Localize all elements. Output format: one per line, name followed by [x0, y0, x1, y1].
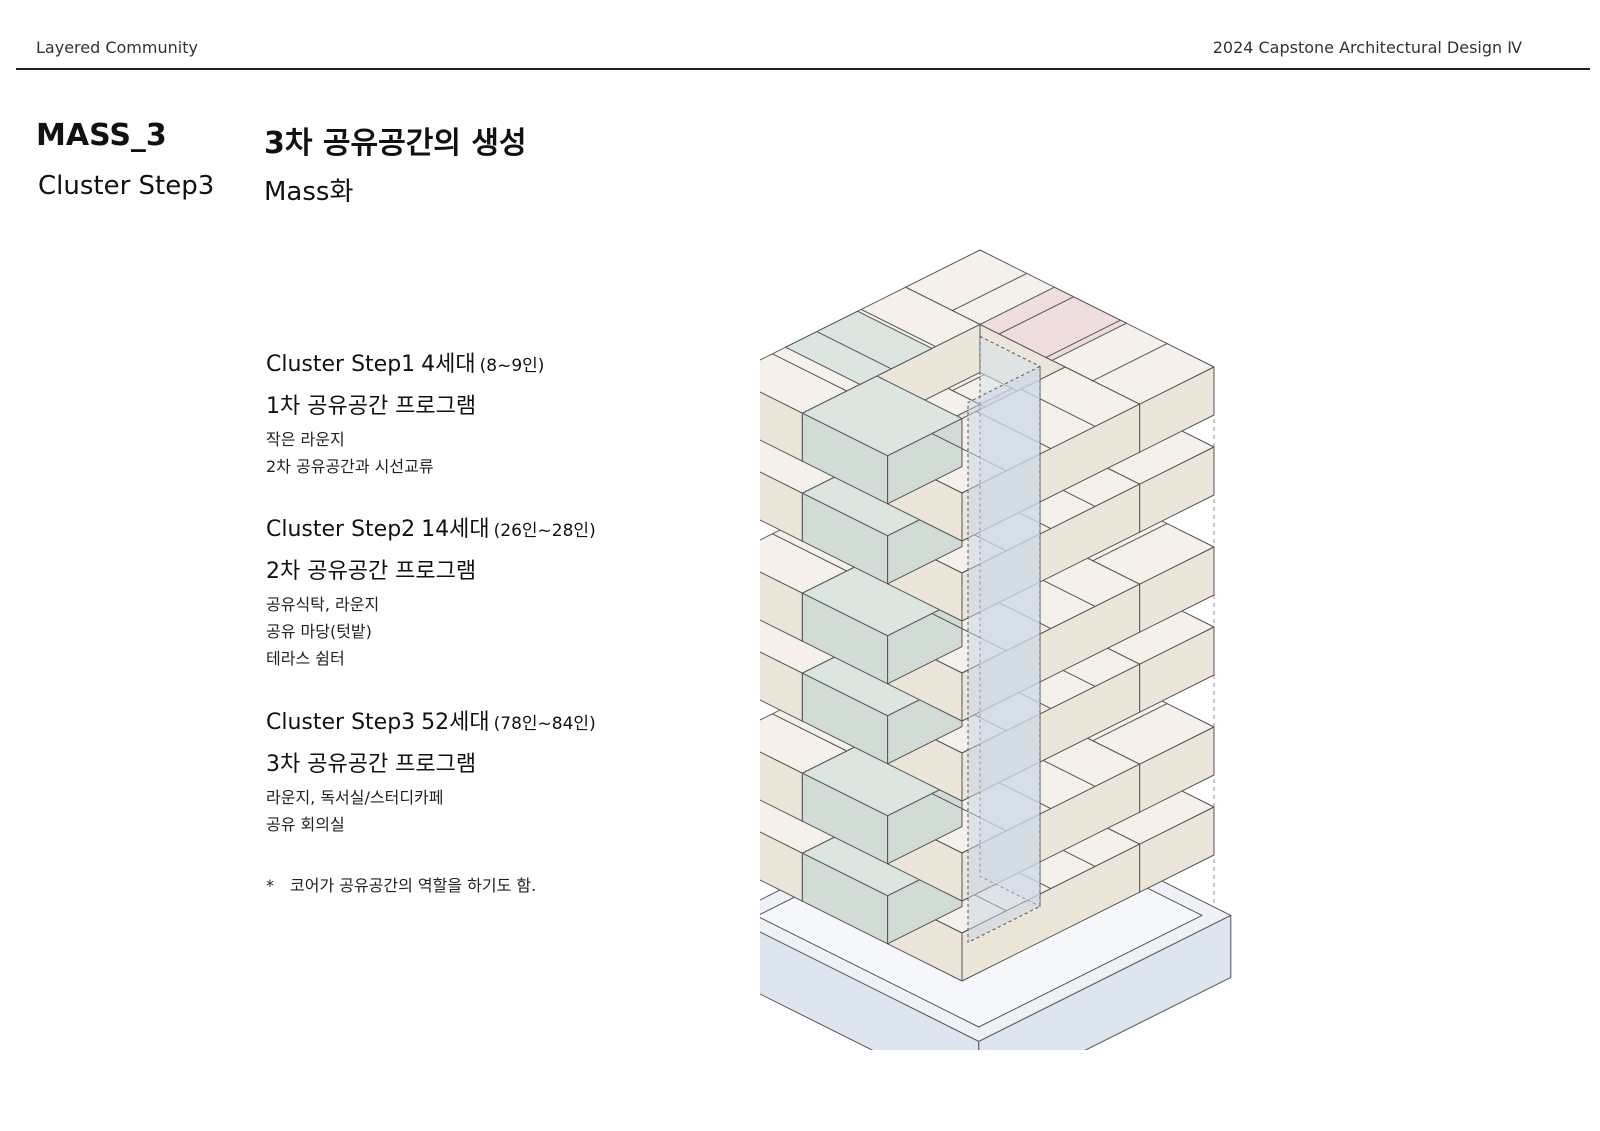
cluster-program: 3차 공유공간 프로그램 [266, 752, 477, 777]
program-item: 공유식탁, 라운지 [266, 595, 380, 614]
cluster-people: (78인~84인) [493, 714, 596, 734]
cluster-people: (8~9인) [479, 356, 545, 376]
cluster-program: 1차 공유공간 프로그램 [266, 394, 477, 419]
program-item: 공유 회의실 [266, 815, 345, 834]
floor-slab-3-partition [1092, 523, 1168, 562]
cluster-name: Cluster Step2 [266, 517, 416, 542]
cluster-program: 2차 공유공간 프로그램 [266, 559, 477, 584]
floor-slab-1-partition [772, 353, 848, 392]
footnote-text: 코어가 공유공간의 역할을 하기도 함. [290, 876, 537, 895]
header-course-name: 2024 Capstone Architectural Design Ⅳ [1212, 38, 1522, 57]
program-item: 라운지, 독서실/스터디카페 [266, 788, 444, 807]
floor-slab-1-partition [1045, 319, 1121, 358]
header-rule [16, 68, 1590, 70]
cluster-households: 14세대 [421, 517, 490, 542]
floor-slab-3-partition [772, 533, 848, 572]
mass-step-label: Cluster Step3 [38, 171, 215, 201]
cluster-households: 52세대 [421, 710, 490, 735]
floor-slab-5-partition [772, 713, 848, 752]
shared-core-shaft-side [967, 365, 1041, 943]
mass-title: MASS_3 [36, 118, 167, 153]
section-title: 3차 공유공간의 생성 [264, 126, 527, 161]
footnote-mark: * [266, 876, 274, 895]
floor-slab-1-partition [1092, 343, 1168, 382]
cluster-name: Cluster Step1 [266, 352, 416, 377]
floor-slab-1-partition [952, 272, 1028, 312]
base-podium-side-right [978, 914, 1232, 1050]
floor-slab-5-partition [1092, 703, 1168, 742]
floor-slab-1-shared-pink [979, 286, 1127, 361]
program-item: 작은 라운지 [266, 430, 345, 449]
floor-slab-1-partition [860, 308, 936, 348]
floor-slab-1-partition [998, 296, 1074, 335]
axonometric-mass-diagram [760, 249, 1232, 1050]
cluster-people: (26인~28인) [493, 521, 596, 541]
floor-slab-1-shared-green [785, 310, 933, 385]
cluster-program-list: 라운지, 독서실/스터디카페 공유 회의실 [266, 784, 696, 838]
section-subtitle: Mass화 [264, 177, 354, 207]
floor-slab-5-band-front-side-right [887, 778, 963, 865]
program-item: 2차 공유공간과 시선교류 [266, 457, 434, 476]
floor-slab-1-band-front-side-right [887, 418, 963, 505]
cluster-households: 4세대 [421, 352, 476, 377]
footnote: * 코어가 공유공간의 역할을 하기도 함. [266, 872, 536, 896]
floor-slab-3-band-front-side-right [887, 598, 963, 685]
base-podium-side-left [760, 931, 980, 1050]
cluster-program-list: 공유식탁, 라운지 공유 마당(텃밭) 테라스 쉼터 [266, 591, 696, 672]
floor-slab-1-partition [816, 331, 892, 370]
cluster-program-list: 작은 라운지 2차 공유공간과 시선교류 [266, 426, 696, 480]
cluster-name: Cluster Step3 [266, 710, 416, 735]
program-item: 테라스 쉼터 [266, 649, 345, 668]
header-project-name: Layered Community [36, 38, 198, 57]
program-item: 공유 마당(텃밭) [266, 622, 372, 641]
